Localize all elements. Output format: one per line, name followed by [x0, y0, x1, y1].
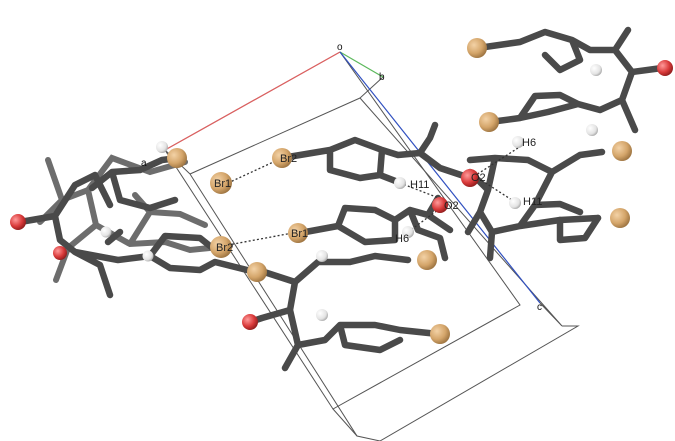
bromine-atom	[288, 223, 308, 243]
hydrogen-atom	[509, 197, 521, 209]
bromine-atom	[210, 172, 232, 194]
bromine-atom	[610, 208, 630, 228]
axis-label-origin: o	[337, 42, 343, 53]
bromine-atom	[467, 38, 487, 58]
atoms-hydrogen	[100, 64, 602, 321]
label-br2-left: Br2	[216, 242, 233, 254]
label-o2-lower: O2	[444, 200, 459, 212]
atoms-oxygen	[10, 60, 673, 330]
bromine-atom	[247, 262, 267, 282]
label-br1-left: Br1	[214, 178, 231, 190]
contact-br1-br2-upper	[227, 157, 283, 184]
oxygen-atom	[53, 246, 67, 260]
bromine-atom	[417, 250, 437, 270]
hydrogen-atom	[316, 250, 328, 262]
label-br1-mid: Br1	[291, 228, 308, 240]
hydrogen-atom	[100, 226, 112, 238]
hydrogen-atom	[316, 309, 328, 321]
oxygen-atom	[10, 214, 26, 230]
bromine-atom	[210, 236, 232, 258]
hydrogen-atom	[394, 177, 406, 189]
contact-lines	[227, 147, 519, 246]
label-h11-mid: H11	[410, 179, 429, 191]
contact-h11-o2-right	[477, 177, 516, 203]
axis-b-line	[339, 51, 384, 78]
hydrogen-atom	[156, 141, 168, 153]
bromine-atom	[612, 141, 632, 161]
molecule-right-upper	[474, 26, 666, 134]
axis-label-c: c	[537, 302, 542, 313]
hydrogen-atom	[142, 250, 154, 262]
oxygen-atom	[461, 169, 479, 187]
bromine-atom	[430, 324, 450, 344]
axis-c-line	[339, 51, 541, 304]
molecule-bottom	[246, 252, 442, 372]
label-h11-right: H11	[523, 196, 542, 208]
hydrogen-atom	[402, 226, 414, 238]
hydrogen-atom	[586, 124, 598, 136]
molecule-right-lower	[464, 148, 606, 262]
hydrogen-atom	[512, 136, 524, 148]
atoms-bromine	[167, 38, 632, 344]
axis-label-a: a	[141, 158, 147, 169]
hydrogen-atom	[590, 64, 602, 76]
oxygen-atom	[657, 60, 673, 76]
bromine-atom	[272, 148, 292, 168]
oxygen-atom	[242, 314, 258, 330]
label-h6-right: H6	[522, 137, 536, 149]
contact-h11-o2	[399, 182, 445, 201]
label-o2-upper: O2	[471, 172, 486, 184]
contact-br2-br1-lower	[227, 231, 299, 246]
molecule-center-upper	[278, 121, 474, 186]
molecule-left-far	[37, 154, 233, 283]
cell-axes	[164, 51, 541, 304]
bromine-atom	[479, 112, 499, 132]
oxygen-atom	[432, 197, 448, 213]
label-br2-top: Br2	[280, 153, 297, 165]
label-h6-mid: H6	[395, 233, 409, 245]
molecule-center-lower	[296, 194, 454, 262]
bromine-atom	[167, 148, 187, 168]
contact-h6-o2	[407, 209, 439, 233]
axis-a-line	[164, 51, 341, 151]
axis-label-b: b	[379, 72, 385, 83]
